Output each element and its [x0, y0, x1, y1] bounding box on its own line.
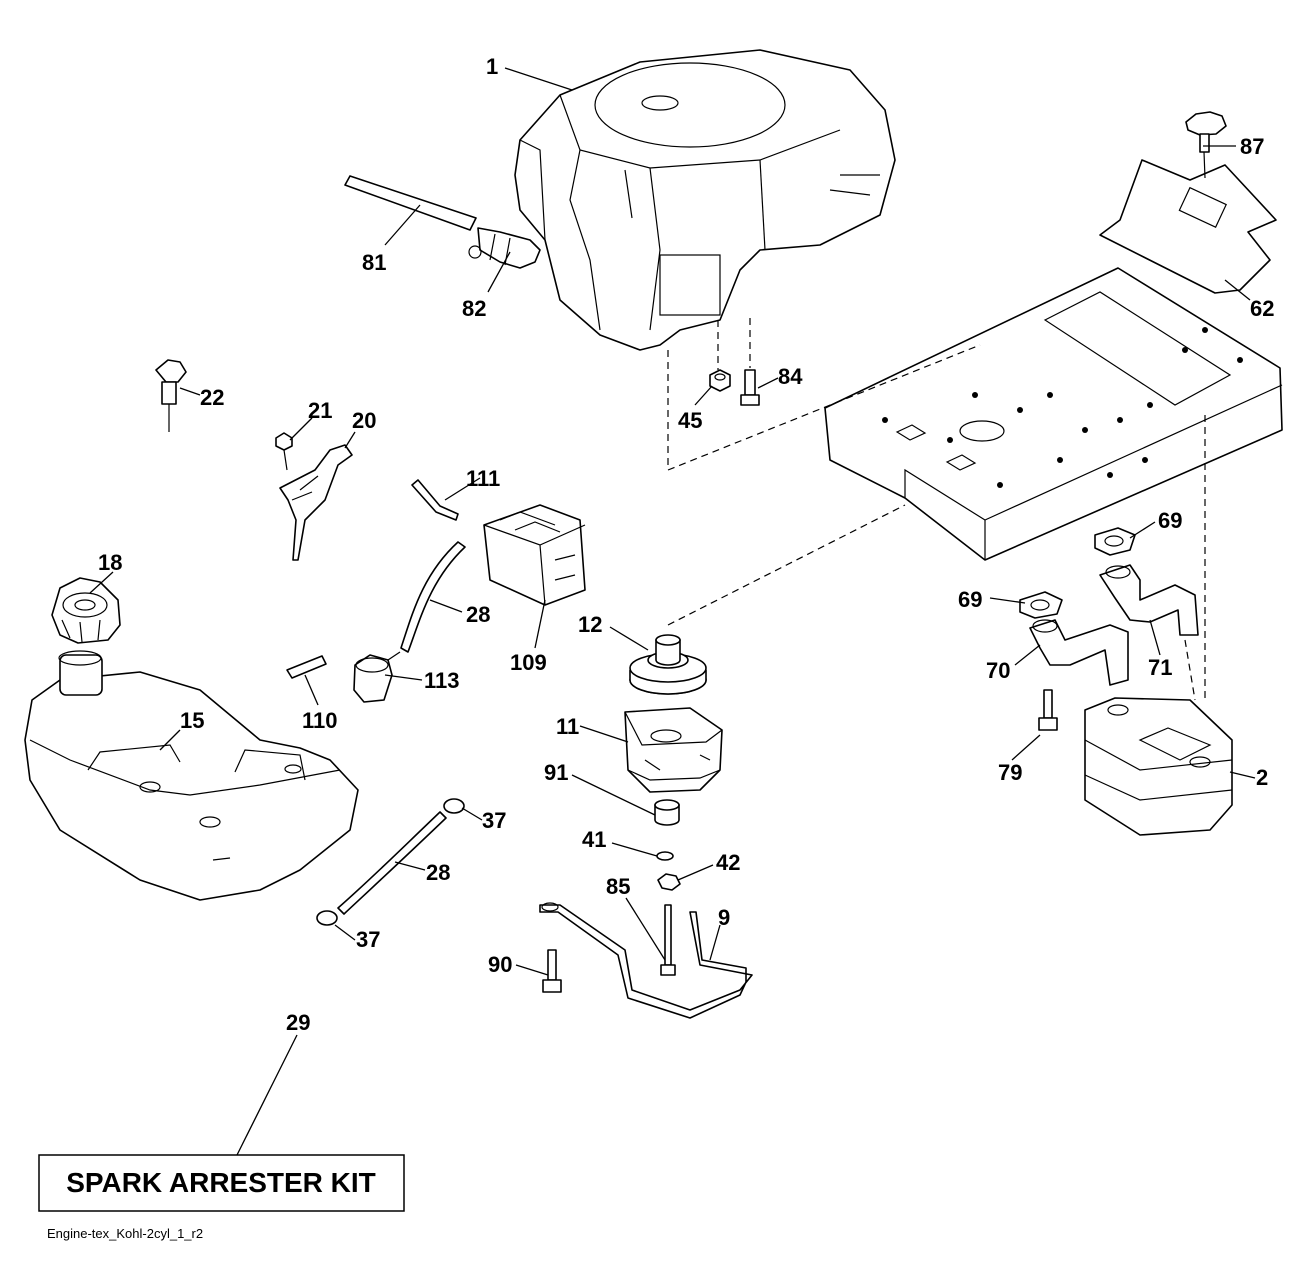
callout-71: 71 [1148, 655, 1172, 680]
bolt-84 [740, 369, 760, 406]
callout-70: 70 [986, 658, 1010, 683]
callout-110: 110 [302, 708, 338, 733]
plug-22 [155, 359, 187, 432]
choke-control-20 [279, 444, 353, 561]
bushing-91 [654, 799, 680, 826]
callout-90: 90 [488, 952, 512, 977]
battery-109 [483, 504, 586, 606]
callout-62: 62 [1250, 296, 1274, 321]
callout-84: 84 [778, 364, 803, 389]
gasket-69-left [1019, 591, 1063, 619]
pulley-12 [629, 634, 707, 695]
callout-69-left: 69 [958, 587, 982, 612]
callout-81: 81 [362, 250, 386, 275]
callout-15: 15 [180, 708, 204, 733]
bolt-21 [275, 432, 293, 471]
exhaust-pipe-70 [1029, 619, 1129, 686]
hose-111 [411, 479, 459, 521]
heat-shield-62 [1099, 159, 1277, 294]
spark-arrester-kit-label: SPARK ARRESTER KIT [66, 1167, 376, 1198]
fuel-tank-15 [24, 650, 359, 901]
callout-69-right: 69 [1158, 508, 1182, 533]
knob-87 [1185, 111, 1227, 179]
callout-113: 113 [424, 668, 460, 693]
leader-lines [89, 67, 1256, 1156]
clamp-37-upper [443, 798, 465, 814]
callout-12: 12 [578, 612, 602, 637]
chassis-plate [824, 267, 1283, 561]
callout-37-upper: 37 [482, 808, 506, 833]
spark-arrester-kit-box: SPARK ARRESTER KIT [38, 1154, 405, 1212]
bolt-85 [660, 904, 676, 976]
callout-85: 85 [606, 874, 630, 899]
callout-20: 20 [352, 408, 376, 433]
fuel-cap-18 [51, 577, 121, 644]
callout-42: 42 [716, 850, 740, 875]
fitting-110 [286, 655, 327, 679]
callout-9: 9 [718, 905, 730, 930]
fuel-fitting-82 [468, 227, 541, 269]
bolt-90 [542, 949, 562, 993]
alignment-line-pulley [667, 504, 906, 626]
callout-91: 91 [544, 760, 568, 785]
fuel-hose-81 [344, 175, 477, 231]
clutch-11 [624, 707, 723, 793]
clamp-37-lower [316, 910, 338, 926]
callout-1: 1 [486, 54, 498, 79]
callout-111: 111 [466, 466, 500, 491]
hose-28-lower [337, 811, 447, 915]
callout-87: 87 [1240, 134, 1264, 159]
callout-2: 2 [1256, 765, 1268, 790]
bolt-79 [1038, 689, 1058, 731]
muffler-2 [1084, 697, 1233, 836]
engine [514, 49, 896, 351]
callout-22: 22 [200, 385, 224, 410]
callout-45: 45 [678, 408, 702, 433]
callout-28-lower: 28 [426, 860, 450, 885]
nut-42 [657, 873, 681, 891]
gasket-69-right [1094, 527, 1136, 556]
callout-29: 29 [286, 1010, 310, 1035]
valve-113 [353, 651, 401, 703]
diagram-reference-code: Engine-tex_Kohl-2cyl_1_r2 [47, 1226, 203, 1241]
callout-82: 82 [462, 296, 486, 321]
callout-21: 21 [308, 398, 332, 423]
bracket-9 [539, 902, 753, 1019]
callout-18: 18 [98, 550, 122, 575]
alignment-line-muffler-b [1184, 639, 1196, 701]
hose-28-upper [400, 541, 466, 653]
nut-45 [709, 369, 731, 392]
callout-79: 79 [998, 760, 1022, 785]
callout-28-upper: 28 [466, 602, 490, 627]
callout-41: 41 [582, 827, 606, 852]
callout-numbers: 1 87 81 82 62 84 45 22 21 20 111 69 69 1… [98, 54, 1274, 1035]
washer-41 [656, 851, 674, 861]
callout-37-lower: 37 [356, 927, 380, 952]
exhaust-pipe-71 [1099, 564, 1199, 636]
callout-109: 109 [510, 650, 547, 675]
callout-11: 11 [556, 714, 579, 739]
alignment-line-engine [667, 344, 981, 471]
